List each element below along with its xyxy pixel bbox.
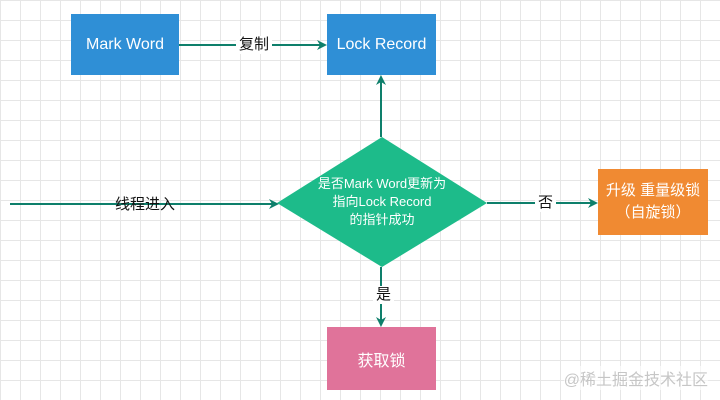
upgrade-line-2: （自旋锁） (615, 204, 691, 221)
mark-word-node: Mark Word (71, 14, 179, 75)
edge-label-yes: 是 (373, 286, 395, 304)
decision-line-1: 是否Mark Word更新为 (317, 176, 447, 191)
lock-record-label: Lock Record (336, 35, 427, 53)
lock-record-node: Lock Record (327, 14, 436, 75)
get-lock-label: 获取锁 (357, 352, 406, 370)
decision-text: 是否Mark Word更新为 指向Lock Record 的指针成功 (300, 175, 464, 229)
edge-label-copy: 复制 (236, 36, 273, 54)
get-lock-node: 获取锁 (327, 327, 436, 390)
edge-label-no: 否 (535, 194, 557, 212)
mark-word-label: Mark Word (86, 35, 164, 53)
upgrade-heavyweight-lock-node: 升级 重量级锁 （自旋锁） (598, 169, 708, 235)
decision-line-3: 的指针成功 (349, 212, 415, 227)
watermark: @稀土掘金技术社区 (563, 366, 708, 390)
decision-diamond (277, 137, 487, 267)
edge-label-thread-enter: 线程进入 (115, 196, 176, 213)
decision-line-2: 指向Lock Record (332, 194, 432, 209)
upgrade-line-1: 升级 重量级锁 (605, 182, 701, 199)
